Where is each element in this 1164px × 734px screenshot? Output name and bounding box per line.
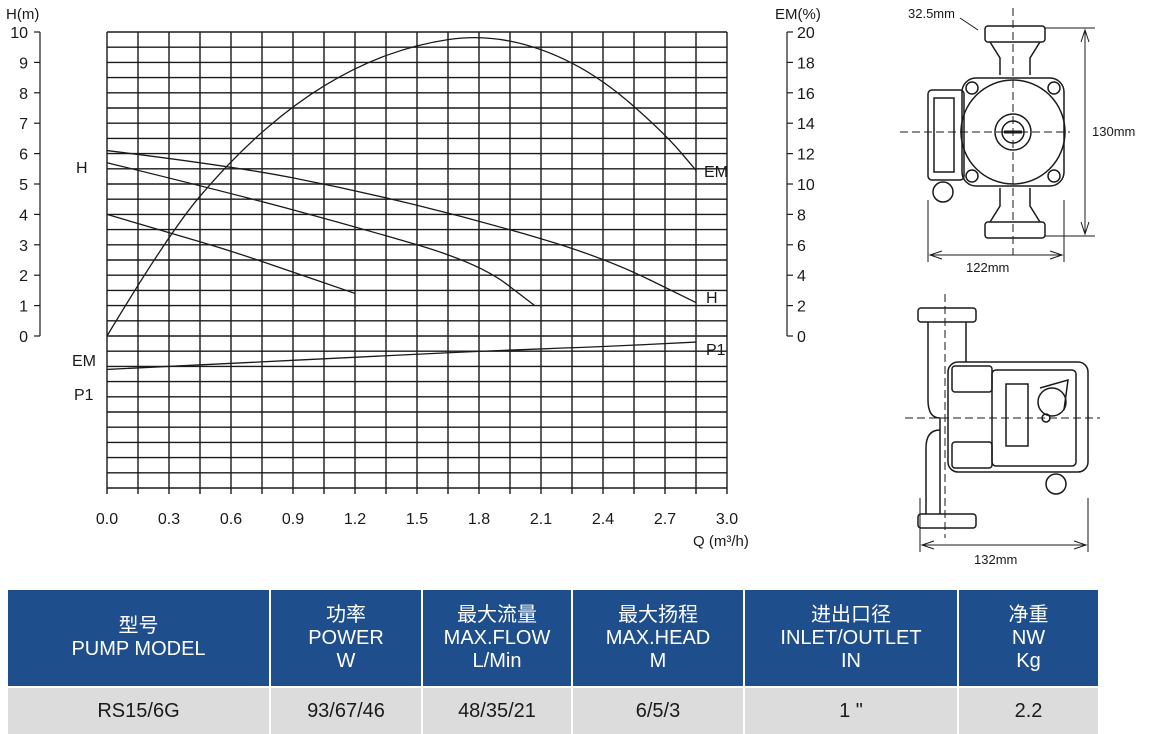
- y-right-tick-label: 18: [797, 55, 815, 72]
- dim-width-side-label: 132mm: [974, 552, 1017, 567]
- x-tick-label: 0.3: [158, 511, 180, 528]
- y-left-tick-label: 3: [19, 238, 28, 255]
- curve-p1: [106, 341, 697, 371]
- curve-h: [106, 162, 536, 307]
- spec-header-row: 型号 PUMP MODEL 功率 POWER W 最大流量 MAX.FLOW L…: [8, 590, 1098, 687]
- y-right-tick-label: 14: [797, 116, 815, 133]
- y-right-tick-label: 6: [797, 238, 806, 255]
- chart-grid: [34, 31, 793, 494]
- y-right-tick-label: 8: [797, 207, 806, 224]
- y-left-tick-label: 2: [19, 268, 28, 285]
- x-axis-title: Q (m³/h): [693, 533, 749, 550]
- dim-height-label: 130mm: [1092, 124, 1135, 139]
- y-left-tick-label: 6: [19, 147, 28, 164]
- label-em-right: EM: [704, 164, 728, 181]
- y-right-tick-label: 10: [797, 177, 815, 194]
- dim-top-pipe-label: 32.5mm: [908, 6, 955, 21]
- label-h-left: H: [76, 160, 88, 177]
- y-left-tick-label: 9: [19, 55, 28, 72]
- header-net-weight: 净重 NW Kg: [957, 590, 1098, 687]
- chart-curves: [106, 37, 697, 371]
- curve-em: [106, 37, 697, 337]
- label-h-right: H: [706, 290, 718, 307]
- x-tick-label: 2.4: [592, 511, 614, 528]
- y-left-tick-label: 1: [19, 299, 28, 316]
- x-tick-label: 0.6: [220, 511, 242, 528]
- y-left-tick-label: 5: [19, 177, 28, 194]
- header-max-flow: 最大流量 MAX.FLOW L/Min: [421, 590, 572, 687]
- x-tick-label: 1.2: [344, 511, 366, 528]
- y-left-tick-label: 0: [19, 329, 28, 346]
- table-row: RS15/6G 93/67/46 48/35/21 6/5/3 1 " 2.2: [8, 686, 1098, 734]
- y-right-tick-label: 20: [797, 25, 815, 42]
- y-left-tick-label: 10: [10, 25, 28, 42]
- label-em-left: EM: [72, 353, 96, 370]
- header-inlet-outlet: 进出口径 INLET/OUTLET IN: [743, 590, 958, 687]
- cell-max-head: 6/5/3: [571, 686, 744, 734]
- cell-max-flow: 48/35/21: [421, 686, 572, 734]
- y-right-axis-title: EM(%): [775, 6, 821, 23]
- x-tick-label: 2.7: [654, 511, 676, 528]
- curve-h: [106, 149, 697, 304]
- x-tick-label: 1.5: [406, 511, 428, 528]
- y-left-axis-title: H(m): [6, 6, 39, 23]
- cell-power: 93/67/46: [269, 686, 422, 734]
- curve-h: [106, 213, 356, 295]
- x-tick-label: 2.1: [530, 511, 552, 528]
- x-tick-label: 0.9: [282, 511, 304, 528]
- y-left-tick-label: 7: [19, 116, 28, 133]
- cell-net-weight: 2.2: [957, 686, 1098, 734]
- x-tick-label: 1.8: [468, 511, 490, 528]
- y-right-tick-label: 4: [797, 268, 806, 285]
- cell-model: RS15/6G: [8, 686, 270, 734]
- header-max-head: 最大扬程 MAX.HEAD M: [571, 590, 744, 687]
- label-p1-left: P1: [74, 387, 94, 404]
- cell-inlet-outlet: 1 ": [743, 686, 958, 734]
- y-left-tick-label: 8: [19, 86, 28, 103]
- x-tick-label: 0.0: [96, 511, 118, 528]
- label-p1-right: P1: [706, 342, 726, 359]
- x-tick-label: 3.0: [716, 511, 738, 528]
- y-right-tick-label: 12: [797, 147, 815, 164]
- y-right-tick-label: 2: [797, 299, 806, 316]
- y-right-tick-label: 16: [797, 86, 815, 103]
- pump-side-view-drawing: [905, 294, 1100, 552]
- pump-front-view-drawing: [900, 8, 1095, 262]
- spec-table: 型号 PUMP MODEL 功率 POWER W 最大流量 MAX.FLOW L…: [8, 590, 1098, 734]
- dim-width-top-label: 122mm: [966, 260, 1009, 275]
- header-power: 功率 POWER W: [269, 590, 422, 687]
- header-model: 型号 PUMP MODEL: [8, 590, 270, 687]
- y-right-tick-label: 0: [797, 329, 806, 346]
- y-left-tick-label: 4: [19, 207, 28, 224]
